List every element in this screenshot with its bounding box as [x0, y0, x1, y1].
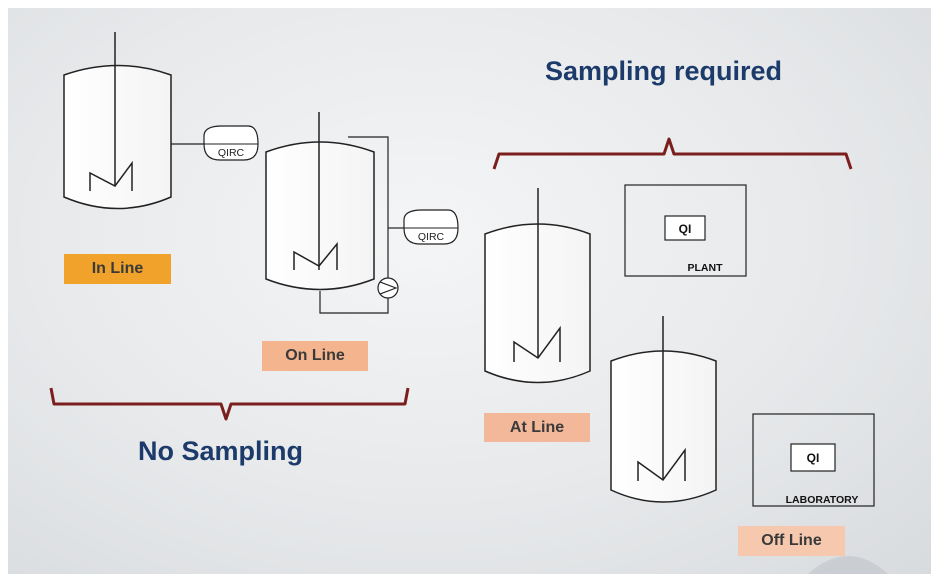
at-line-vessel [484, 188, 591, 384]
pump-icon [377, 277, 399, 299]
qi-lab-instrument [790, 443, 836, 472]
plant-label: PLANT [688, 262, 724, 274]
qi-plant-text: QI [679, 222, 692, 236]
qirc-on-line-instrument: QIRC [403, 209, 459, 245]
no-sampling-bracket [49, 387, 410, 421]
sampling-required-bracket [492, 137, 853, 170]
in-line-label: In Line [64, 254, 171, 284]
laboratory-box: QI LABORATORY [752, 413, 875, 507]
process-diagram: QIRC QIRC [49, 32, 888, 574]
no-sampling-heading: No Sampling [138, 436, 304, 466]
plant-box: QI PLANT [624, 184, 747, 277]
at-line-label: At Line [484, 413, 590, 442]
on-line-label: On Line [262, 341, 368, 371]
qirc-in-line-text: QIRC [218, 147, 245, 159]
laboratory-label: LABORATORY [786, 494, 859, 506]
slide: QIRC QIRC [8, 8, 931, 574]
sampling-required-heading: Sampling required [545, 56, 783, 86]
off-line-vessel [610, 316, 717, 503]
in-line-vessel [63, 32, 172, 210]
corner-swoosh [808, 556, 888, 574]
qi-lab-text: QI [807, 451, 820, 465]
qi-plant-instrument [664, 215, 706, 241]
qirc-in-line-instrument: QIRC [203, 125, 259, 161]
on-line-sample-loop [348, 136, 389, 278]
qirc-on-line-text: QIRC [418, 231, 445, 243]
off-line-label: Off Line [738, 526, 845, 556]
on-line-vessel [265, 112, 375, 291]
